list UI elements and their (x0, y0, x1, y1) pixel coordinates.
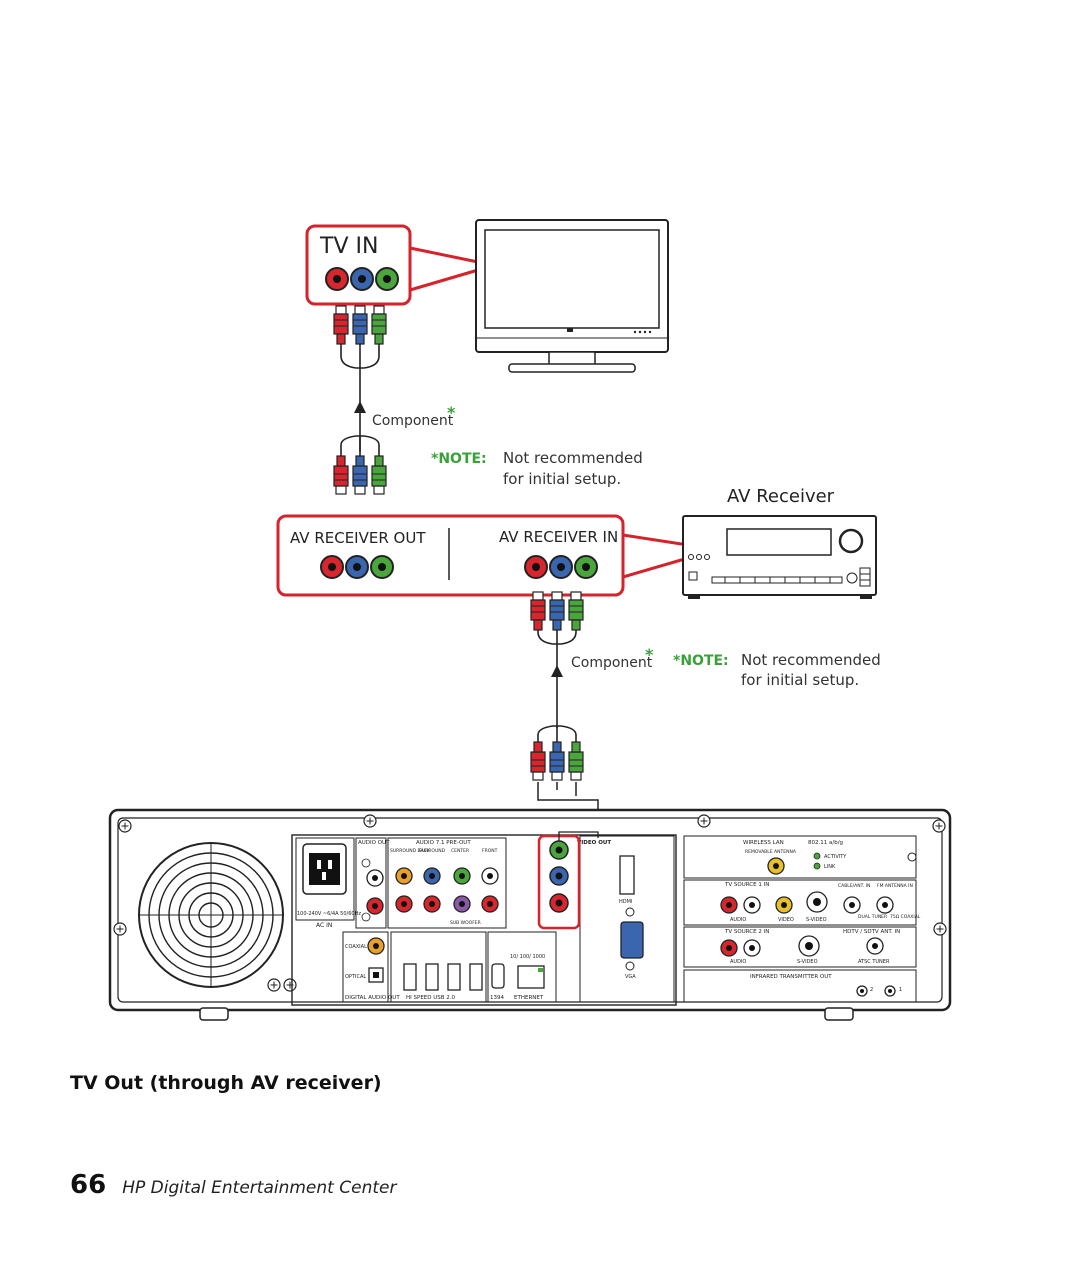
av-receiver-callout: AV RECEIVER OUT AV RECEIVER IN (276, 514, 689, 597)
receiver-out-jack-green (370, 555, 394, 579)
usb-label: HI SPEED USB 2.0 (406, 995, 456, 1001)
audio-71-label: AUDIO 7.1 PRE-OUT (416, 840, 471, 846)
hdmi-label: HDMI (619, 899, 632, 905)
surround-label: SURROUND (419, 848, 446, 854)
audio-71-group: AUDIO 7.1 PRE-OUT SURROUND BACK SURROUND… (387, 837, 507, 929)
video-out-group: VIDEO OUT HDMI VGA (537, 831, 675, 1003)
fm-antenna-label: FM ANTENNA IN (877, 883, 913, 889)
receiver-in-jack-green (574, 555, 598, 579)
footer-title: HP Digital Entertainment Center (122, 1178, 397, 1198)
tv-in-label: TV IN (319, 234, 378, 259)
coaxial-label: COAXIAL (345, 944, 367, 950)
activity-label: ACTIVITY (824, 854, 847, 860)
digital-audio-out-label: DIGITAL AUDIO OUT (345, 995, 400, 1001)
av-receiver-illustration (682, 515, 877, 599)
digital-audio-group: COAXIAL OPTICAL DIGITAL AUDIO OUT (342, 931, 400, 1003)
audio-out-label: AUDIO OUT (358, 840, 390, 846)
note-upper-key: *NOTE: (431, 451, 487, 467)
firewire-ethernet-group: 1394 10/ 100/ 1000 ETHERNET (487, 931, 557, 1003)
receiver-in-jack-blue (549, 555, 573, 579)
note-lower-key: *NOTE: (673, 653, 729, 669)
fan-grille (138, 842, 284, 988)
note-lower-line2: for initial setup. (741, 671, 859, 689)
coaxial-ohm-label: 75Ω COAXIAL (890, 914, 921, 920)
tv-source-1-label: TV SOURCE 1 IN (724, 882, 769, 888)
ac-in-socket: 100-240V ~6/4A 50/60Hz AC IN (295, 837, 361, 929)
power-rating: 100-240V ~6/4A 50/60Hz (297, 911, 361, 917)
av-receiver-out-label: AV RECEIVER OUT (290, 529, 426, 547)
receiver-out-jack-red (320, 555, 344, 579)
note-upper-line1: Not recommended (503, 449, 643, 467)
av-receiver-in-label: AV RECEIVER IN (499, 528, 618, 546)
sub-woofer-label: SUB WOOFER (450, 920, 481, 926)
s-video-2-label: S-VIDEO (797, 959, 818, 965)
atsc-tuner-label: ATSC TUNER (858, 959, 890, 965)
ethernet-label: ETHERNET (514, 995, 544, 1001)
usb-group: HI SPEED USB 2.0 (390, 931, 487, 1003)
upper-component-cable (333, 305, 387, 495)
av-receiver-title: AV Receiver (727, 486, 835, 507)
audio-1-label: AUDIO (730, 917, 746, 923)
front-label: FRONT (482, 848, 498, 854)
s-video-1-label: S-VIDEO (806, 917, 827, 923)
component-label-upper: Component (372, 413, 454, 429)
asterisk-upper: * (447, 403, 456, 422)
audio-2-label: AUDIO (730, 959, 746, 965)
ac-in-label: AC IN (316, 922, 332, 929)
dual-tuner-label: DUAL TUNER (858, 914, 887, 920)
vga-label: VGA (625, 974, 636, 980)
center-label: CENTER (451, 848, 469, 854)
surround-back-label: SURROUND BACK (390, 848, 431, 854)
tv-in-jack-green (375, 267, 399, 291)
note-upper-line2: for initial setup. (503, 470, 621, 488)
firewire-label: 1394 (490, 995, 504, 1001)
pc-rear-panel: 100-240V ~6/4A 50/60Hz AC IN AUDIO OUT A… (108, 808, 952, 1021)
note-lower-line1: Not recommended (741, 651, 881, 669)
cable-ant-label: CABLE/ANT. IN (838, 883, 870, 889)
receiver-out-jack-blue (345, 555, 369, 579)
removable-antenna-label: REMOVABLE ANTENNA (745, 849, 797, 855)
ir-1-label: 1 (899, 987, 902, 993)
infrared-out-label: INFRARED TRANSMITTER OUT (750, 974, 832, 980)
ethernet-speed-label: 10/ 100/ 1000 (510, 954, 545, 960)
component-label-lower: Component (571, 655, 653, 671)
tv-in-jack-blue (350, 267, 374, 291)
tv-in-jack-red (325, 267, 349, 291)
hdtv-ant-label: HDTV / SDTV ANT. IN (843, 929, 900, 935)
tv-illustration (475, 219, 669, 373)
link-label: LINK (824, 864, 836, 870)
video-1-label: VIDEO (778, 917, 794, 923)
video-out-label: VIDEO OUT (577, 840, 611, 846)
receiver-in-jack-red (524, 555, 548, 579)
wireless-std-label: 802.11 a/b/g (808, 840, 843, 846)
asterisk-lower: * (645, 645, 654, 664)
tv-source-2-label: TV SOURCE 2 IN (724, 929, 769, 935)
optical-label: OPTICAL (345, 974, 366, 980)
ir-2-label: 2 (870, 987, 873, 993)
tv-in-callout: TV IN (305, 224, 479, 306)
page-footer: 66 HP Digital Entertainment Center (70, 1170, 396, 1200)
tuner-group: WIRELESS LAN 802.11 a/b/g REMOVABLE ANTE… (683, 835, 921, 1003)
page-number: 66 (70, 1170, 107, 1200)
audio-out-group: AUDIO OUT (355, 837, 390, 929)
wireless-lan-label: WIRELESS LAN (743, 840, 784, 846)
figure-caption: TV Out (through AV receiver) (70, 1072, 382, 1094)
